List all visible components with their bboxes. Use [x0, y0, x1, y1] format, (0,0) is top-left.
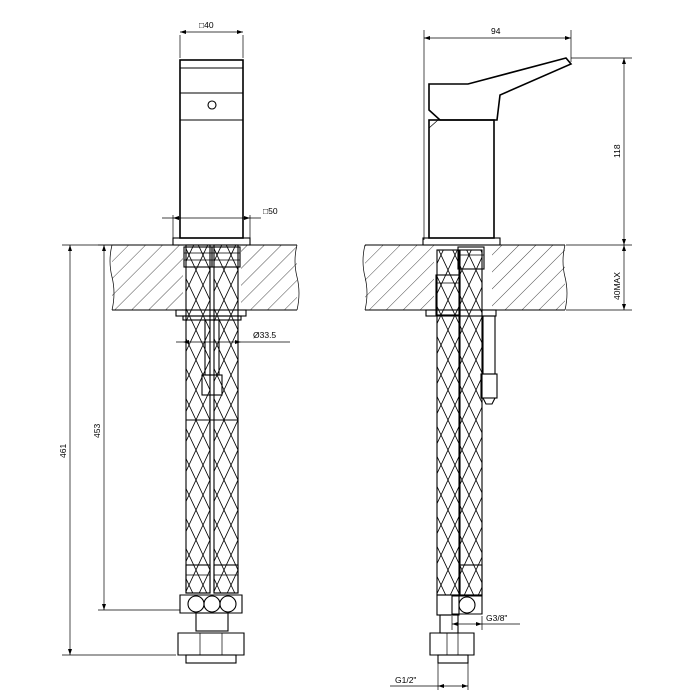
dimension-inlet-thread: G1/2"	[390, 663, 469, 690]
side-view: 94 118 40MAX G3/8"	[362, 26, 632, 690]
deck-thickness-label: 40MAX	[612, 272, 622, 300]
height-label: 118	[612, 144, 622, 158]
body-width-label: □40	[199, 20, 214, 30]
dimension-depth: 94	[423, 26, 572, 240]
mounting-rod-side	[480, 315, 498, 405]
supply-hoses-front	[177, 244, 245, 664]
total-height-label: 461	[58, 444, 68, 458]
supply-hoses-side	[429, 246, 485, 664]
faucet-body-front	[172, 59, 251, 246]
hole-diameter-label: Ø33.5	[253, 330, 276, 340]
inlet-thread-label: G1/2"	[395, 675, 416, 685]
front-view: □40 □50 Ø33.5 461	[58, 20, 300, 664]
hose-length-label: 453	[92, 424, 102, 438]
dimension-hose-length: 453	[92, 244, 180, 611]
hose-thread-label: G3/8"	[486, 613, 507, 623]
dimension-base-width: □50	[162, 206, 278, 238]
faucet-body-side	[422, 57, 573, 246]
dimension-hose-thread: G3/8"	[451, 613, 520, 630]
dimension-body-width: □40	[179, 20, 244, 58]
depth-label: 94	[491, 26, 501, 36]
dimension-total-height: 461	[58, 244, 176, 656]
dimension-hole-diameter: Ø33.5	[176, 330, 290, 344]
dimension-deck-thickness: 40MAX	[566, 245, 632, 311]
dimension-height: 118	[566, 57, 632, 246]
base-width-label: □50	[263, 206, 278, 216]
